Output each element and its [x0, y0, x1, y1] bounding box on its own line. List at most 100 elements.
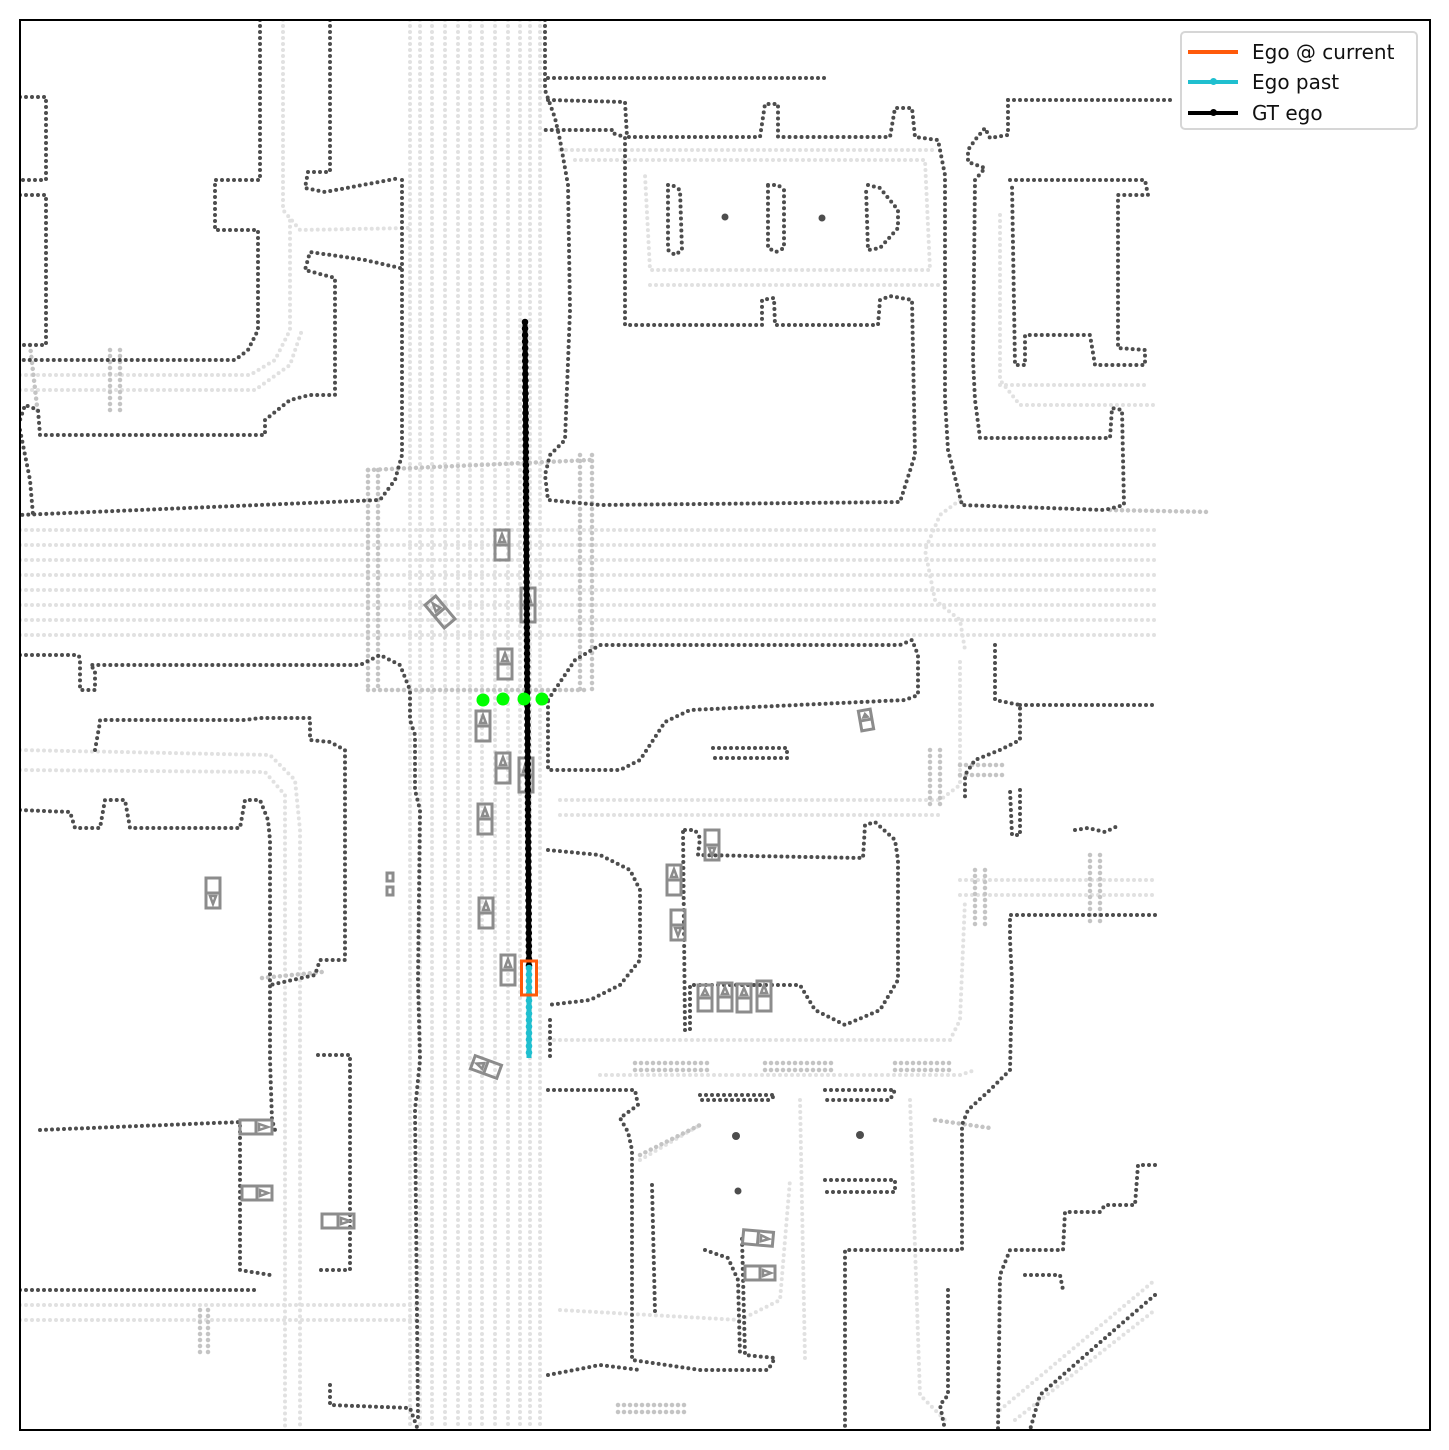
lane-centerline: [20, 328, 304, 392]
axes-frame: [19, 19, 1431, 1431]
ego-current-box: [520, 959, 538, 997]
traffic-lights: [476, 692, 549, 707]
road-edge: [650, 1183, 657, 1314]
lane-centerline: [558, 658, 962, 802]
heading-arrow-icon: [761, 1268, 775, 1278]
road-edge: [1023, 1273, 1065, 1292]
road-edge: [316, 1053, 352, 1272]
road-edge: [20, 652, 423, 1422]
road-edge: [20, 428, 35, 517]
agent-vehicle-box: [499, 953, 517, 987]
road-edge: [937, 1288, 950, 1430]
heading-arrow-icon: [861, 711, 870, 720]
agent-vehicle-box: [474, 709, 492, 743]
heading-arrow-icon: [473, 1061, 487, 1072]
agent-vehicle-box: [696, 983, 714, 1013]
legend: Ego @ current Ego past GT ego: [1180, 31, 1418, 130]
heading-arrow-icon: [498, 753, 508, 767]
lane-centerline: [558, 1178, 792, 1323]
lane-centerline: [598, 1068, 977, 1077]
lane-centerline: [908, 1098, 947, 1422]
heading-arrow-icon: [500, 649, 510, 663]
lane-centerline: [798, 1098, 807, 1362]
agent-vehicle-box: [240, 1184, 274, 1202]
crosswalk-line: [637, 1122, 703, 1158]
legend-item-ego-current: Ego @ current: [1188, 38, 1394, 66]
road-edge: [20, 249, 402, 437]
agent-vehicle-box: [468, 1053, 504, 1081]
heading-arrow-icon: [759, 981, 769, 995]
map-point: [732, 1132, 740, 1140]
crosswalk-line: [27, 342, 41, 418]
road-edge: [1008, 788, 1022, 837]
lane-centerline: [638, 1123, 702, 1162]
agent-vehicle-box: [735, 982, 753, 1014]
traffic-light-green: [496, 692, 510, 706]
road-edge: [958, 98, 1127, 513]
road-edge: [538, 20, 918, 508]
map-point: [721, 213, 729, 221]
ego-vehicle-box: [520, 959, 538, 997]
agent-vehicle-box: [856, 707, 876, 733]
heading-arrow-icon: [673, 926, 683, 940]
map-point: [734, 1187, 742, 1195]
lane-centerline: [573, 158, 933, 272]
legend-item-gt-ego: GT ego: [1188, 99, 1323, 127]
heading-arrow-icon: [257, 1122, 272, 1132]
traffic-light-green: [535, 692, 549, 706]
road-edge: [666, 183, 685, 258]
heading-arrow-icon: [208, 894, 218, 908]
road-edge: [546, 848, 642, 1007]
road-edge: [328, 1383, 420, 1430]
heading-arrow-icon: [669, 865, 679, 879]
heading-arrow-icon: [481, 898, 491, 912]
road-edge: [698, 1093, 780, 1102]
road-edge: [546, 1088, 779, 1372]
road-edge: [864, 183, 900, 253]
road-edge: [963, 643, 1022, 802]
heading-arrow-icon: [497, 530, 507, 544]
agent-vehicle-box: [476, 802, 494, 836]
agent-vehicle-box: [494, 751, 512, 785]
agent-vehicle-box: [669, 908, 687, 942]
ego-past-trajectory: [525, 964, 533, 1058]
cyan-line-marker-icon: [1188, 68, 1238, 96]
road-edge: [546, 98, 964, 507]
legend-item-ego-past: Ego past: [1188, 68, 1339, 96]
lane-centerline: [546, 898, 967, 1042]
heading-arrow-icon: [258, 1188, 272, 1198]
road-edge: [20, 193, 48, 347]
crosswalk-line: [259, 969, 325, 981]
heading-arrow-icon: [699, 986, 711, 997]
legend-label: Ego @ current: [1252, 40, 1395, 64]
road-edge: [823, 1178, 897, 1194]
gt-ego-trajectory: [521, 318, 533, 969]
road-edge: [823, 1088, 899, 1102]
agent-vehicle-box: [238, 1118, 274, 1136]
road-edge: [20, 798, 277, 1132]
lane-centerline: [281, 20, 412, 233]
road-edge: [996, 1163, 1157, 1430]
road-edge: [843, 913, 1157, 1430]
road-edge: [20, 178, 404, 517]
lane-centerline: [922, 498, 967, 652]
heading-arrow-icon: [720, 983, 730, 996]
road-edge: [703, 1248, 742, 1357]
road-edge: [38, 1119, 272, 1277]
road-edge: [546, 637, 920, 772]
agent-vehicle-box: [755, 979, 773, 1013]
heading-arrow-icon: [739, 984, 749, 997]
agent-vehicle-box: [385, 871, 395, 883]
heading-arrow-icon: [430, 600, 443, 614]
road-edge: [93, 716, 347, 987]
legend-label: GT ego: [1252, 101, 1323, 125]
agent-vehicle-box: [743, 1264, 777, 1282]
road-edge: [20, 95, 48, 182]
road-boundaries: [20, 20, 1177, 1430]
agent-vehicle-box: [385, 885, 395, 897]
black-line-marker-icon: [1188, 99, 1238, 127]
heading-arrow-icon: [707, 846, 717, 860]
legend-label: Ego past: [1252, 70, 1340, 94]
agent-vehicle-box: [422, 593, 458, 631]
